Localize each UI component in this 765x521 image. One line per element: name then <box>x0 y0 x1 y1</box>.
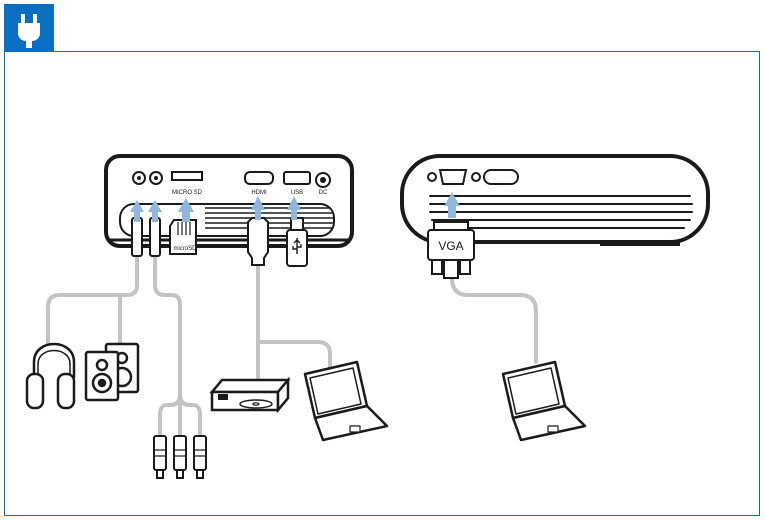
micro-sd-slot <box>171 171 203 181</box>
arrow-audio <box>130 200 144 222</box>
arrow-av <box>148 200 162 222</box>
usb-label: USB <box>291 190 303 196</box>
rca-plugs-icon <box>153 435 207 479</box>
cables <box>46 253 538 437</box>
cable-headphones <box>46 253 139 347</box>
hdmi-label: HDMI <box>251 190 267 196</box>
projector-front <box>400 154 710 246</box>
power-plug-icon <box>18 14 40 48</box>
audio-plug-1 <box>131 217 143 257</box>
cable-rca-right <box>178 393 202 437</box>
cable-laptop-mid <box>256 340 332 372</box>
micro-sd-label: MICRO SD <box>172 190 203 196</box>
vga-plug: VGA <box>427 221 475 279</box>
vga-label: VGA <box>438 239 463 253</box>
hdmi-plug <box>247 217 269 266</box>
arrow-hdmi <box>251 196 265 220</box>
usb-icon <box>292 238 302 254</box>
insert-arrows <box>130 192 460 222</box>
laptop-icon-right <box>501 360 587 442</box>
laptop-icon <box>303 360 389 442</box>
vga-port <box>438 169 468 185</box>
hdmi-port <box>244 171 274 185</box>
header-tab <box>4 4 54 52</box>
dvd-player-icon <box>209 376 291 414</box>
speakers-icon <box>84 342 140 402</box>
back-plugs: microSD <box>131 210 308 267</box>
diagram-panel <box>4 51 760 516</box>
usb-port <box>283 171 311 185</box>
arrow-usb <box>287 196 301 220</box>
arrow-microsd <box>178 198 194 222</box>
cable-laptop-right <box>450 276 538 364</box>
cable-rca-left <box>153 253 182 437</box>
microsd-card-label: microSD <box>173 246 197 252</box>
ir-sensor <box>483 169 519 185</box>
dc-label: DC <box>319 190 328 196</box>
av-plug <box>149 217 161 257</box>
headphones-icon <box>25 342 76 410</box>
arrow-vga <box>444 192 460 218</box>
